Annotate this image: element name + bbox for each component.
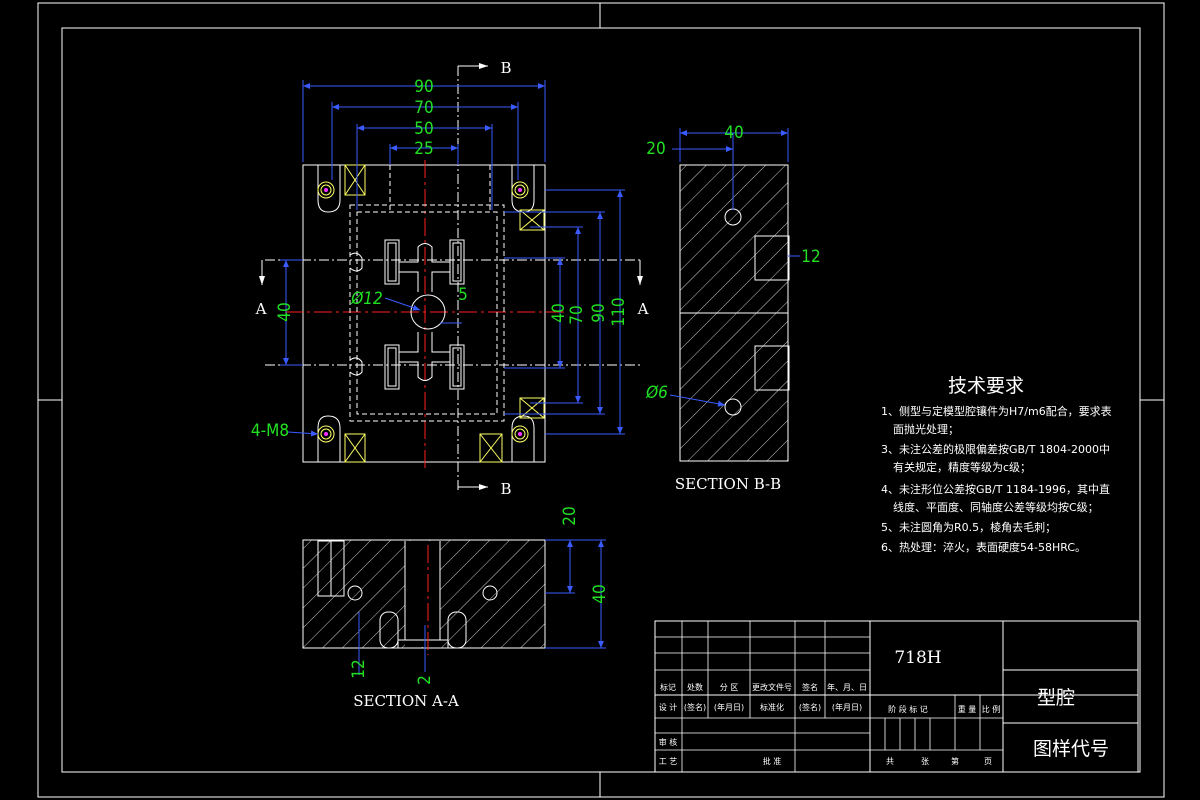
section-a-view: 20 40 12 2 SECTION A-A [302,506,610,710]
ejector-marks [344,164,545,463]
tech-req-line: 1、侧型与定模型腔镶件为H7/m6配合，要求表 [881,404,1112,418]
screw-hole-br [511,425,529,443]
screw-hole-tr [511,181,529,199]
dim-110: 110 [609,297,629,326]
tb-cell: 重 量 [958,704,977,714]
dim-70: 70 [414,98,433,118]
tb-cell: 第 [951,756,959,766]
top-view: 90 70 50 25 40 5 Ø12 40 70 90 110 4-M8 B… [251,59,649,498]
section-mark-b-bottom: B [500,480,511,498]
dim-m8: 4-M8 [251,421,289,441]
tb-cell: 年、月、日 [827,682,867,692]
tech-req-line: 有关规定，精度等级为c级； [893,460,1031,474]
dim-40-left: 40 [275,302,295,321]
dim-b-20: 20 [646,139,665,159]
tech-req-line: 4、未注形位公差按GB/T 1184-1996，其中直 [881,482,1110,496]
tech-requirements: 技术要求 1、侧型与定模型腔镶件为H7/m6配合，要求表 面抛光处理； 3、未注… [881,375,1112,554]
tb-cell: 标准化 [760,702,784,712]
dim-a-2: 2 [415,675,435,685]
tech-req-heading: 技术要求 [948,375,1024,397]
dim-a-20: 20 [560,506,580,525]
tech-req-line: 面抛光处理； [893,422,959,436]
dim-b-40: 40 [724,123,743,143]
dim-a-12: 12 [349,659,369,678]
tb-cell: 共 [886,757,894,766]
tech-req-line: 6、热处理：淬火，表面硬度54-58HRC。 [881,540,1086,554]
tb-cell: (年月日) [714,702,744,712]
tb-cell: (年月日) [832,702,862,712]
part-name: 型腔 [1037,687,1075,709]
tb-cell: 签名 [802,682,818,692]
tb-cell: 页 [984,757,992,766]
tb-cell: 更改文件号 [752,682,792,692]
dim-40-right: 40 [549,303,569,322]
tech-req-line: 5、未注圆角为R0.5，棱角去毛刺； [881,520,1056,534]
dim-b-dia6: Ø6 [645,383,668,403]
section-mark-b-top: B [500,59,511,77]
tb-cell: 标记 [660,682,676,692]
dim-50: 50 [414,119,433,139]
section-a-title: SECTION A-A [353,692,459,710]
sheet-frame [37,2,1165,798]
dim-5: 5 [458,285,468,305]
tb-cell: 工 艺 [659,757,678,766]
tb-cell: 审 核 [659,737,678,747]
dim-70-right: 70 [567,305,587,324]
material-label: 718H [894,648,941,668]
section-mark-a-left: A [255,300,267,318]
tb-cell: 处数 [687,682,703,692]
dim-90: 90 [414,77,433,97]
tb-cell: 设 计 [659,702,678,712]
tb-cell: 比 例 [982,704,1001,714]
dim-dia12: Ø12 [350,289,383,309]
tb-cell: 张 [921,757,929,766]
section-b-title: SECTION B-B [675,475,781,493]
screw-hole-bl [317,425,335,443]
section-b-view: 40 20 12 Ø6 SECTION B-B [645,123,821,493]
dim-90-right: 90 [589,303,609,322]
tb-cell: 批 准 [763,756,782,766]
dim-b-12: 12 [801,247,820,267]
top-view-dimensions [280,80,625,437]
section-mark-a-right: A [637,300,649,318]
dim-25: 25 [414,139,433,159]
title-block: 718H 型腔 图样代号 标记 处数 分 区 更改文件号 签名 年、月、日 设 … [654,620,1139,773]
screw-hole-tl [317,181,335,199]
drawing-code: 图样代号 [1033,738,1109,760]
tech-req-line: 3、未注公差的极限偏差按GB/T 1804-2000中 [881,442,1110,456]
tb-cell: 阶 段 标 记 [888,704,928,714]
tb-cell: 分 区 [720,683,739,692]
dim-a-40: 40 [590,584,610,603]
tech-req-line: 线度、平面度、同轴度公差等级均按C级； [893,500,1099,514]
tb-cell: (签名) [684,702,706,712]
tb-cell: (签名) [799,702,821,712]
